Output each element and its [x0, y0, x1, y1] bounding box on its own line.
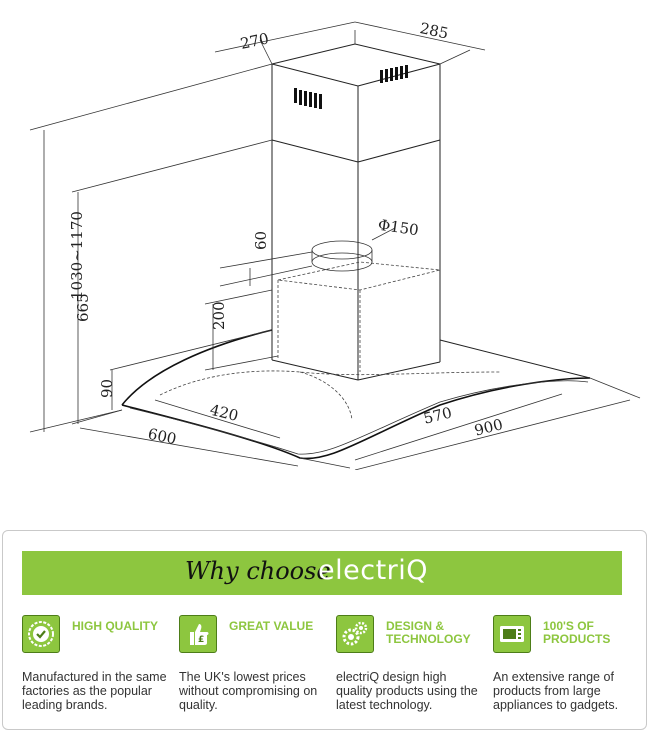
thumbs-up-pound-icon: £ — [179, 615, 217, 653]
dim-total-height: 1030~1170 — [68, 211, 86, 300]
chimney-upper — [271, 43, 441, 163]
why-choose-panel: Why choose electriQ HIGH QUALITY Manufac… — [2, 530, 647, 730]
dim-canopy-width-inner: 570 — [422, 403, 454, 427]
vent-slots-left — [294, 88, 322, 109]
dimension-lines — [43, 21, 631, 470]
feature-title: DESIGN & TECHNOLOGY — [386, 619, 471, 646]
dim-motor-depth: 420 — [208, 401, 240, 425]
dim-canopy-width: 900 — [473, 415, 505, 439]
svg-text:£: £ — [198, 635, 204, 645]
dim-collar-height: 60 — [252, 231, 270, 250]
why-choose-banner: Why choose electriQ — [22, 551, 622, 595]
dim-canopy-height: 90 — [98, 379, 116, 398]
feature-title: HIGH QUALITY — [72, 619, 158, 633]
glass-canopy — [121, 329, 591, 460]
banner-tagline: Why choose — [185, 557, 331, 585]
motor-housing — [277, 240, 441, 372]
dim-chimney-width: 270 — [239, 29, 271, 53]
microwave-icon — [493, 615, 531, 653]
dim-chimney-depth: 285 — [418, 19, 450, 43]
feature-title: GREAT VALUE — [229, 619, 314, 633]
feature-text: Manufactured in the same factories as th… — [22, 670, 167, 712]
extension-lines — [29, 30, 641, 469]
chimney-lower — [271, 140, 441, 381]
electriq-logo: electriQ — [318, 555, 429, 586]
dim-motor-height: 200 — [210, 301, 228, 330]
cooker-hood-dimension-diagram: 270 285 Φ150 60 200 1030~1170 665 90 420… — [29, 19, 641, 470]
dimension-labels: 270 285 Φ150 60 200 1030~1170 665 90 420… — [68, 19, 505, 448]
dim-duct-diameter: Φ150 — [377, 216, 420, 240]
quality-seal-icon — [22, 615, 60, 653]
dim-body-height: 665 — [74, 293, 92, 322]
feature-text: electriQ design high quality products us… — [336, 670, 478, 712]
vent-slots-right — [380, 65, 408, 83]
feature-text: The UK's lowest prices without compromis… — [179, 670, 318, 712]
feature-title: 100'S OF PRODUCTS — [543, 619, 611, 646]
feature-text: An extensive range of products from larg… — [493, 670, 619, 712]
gears-icon — [336, 615, 374, 653]
dim-canopy-depth: 600 — [146, 425, 178, 449]
